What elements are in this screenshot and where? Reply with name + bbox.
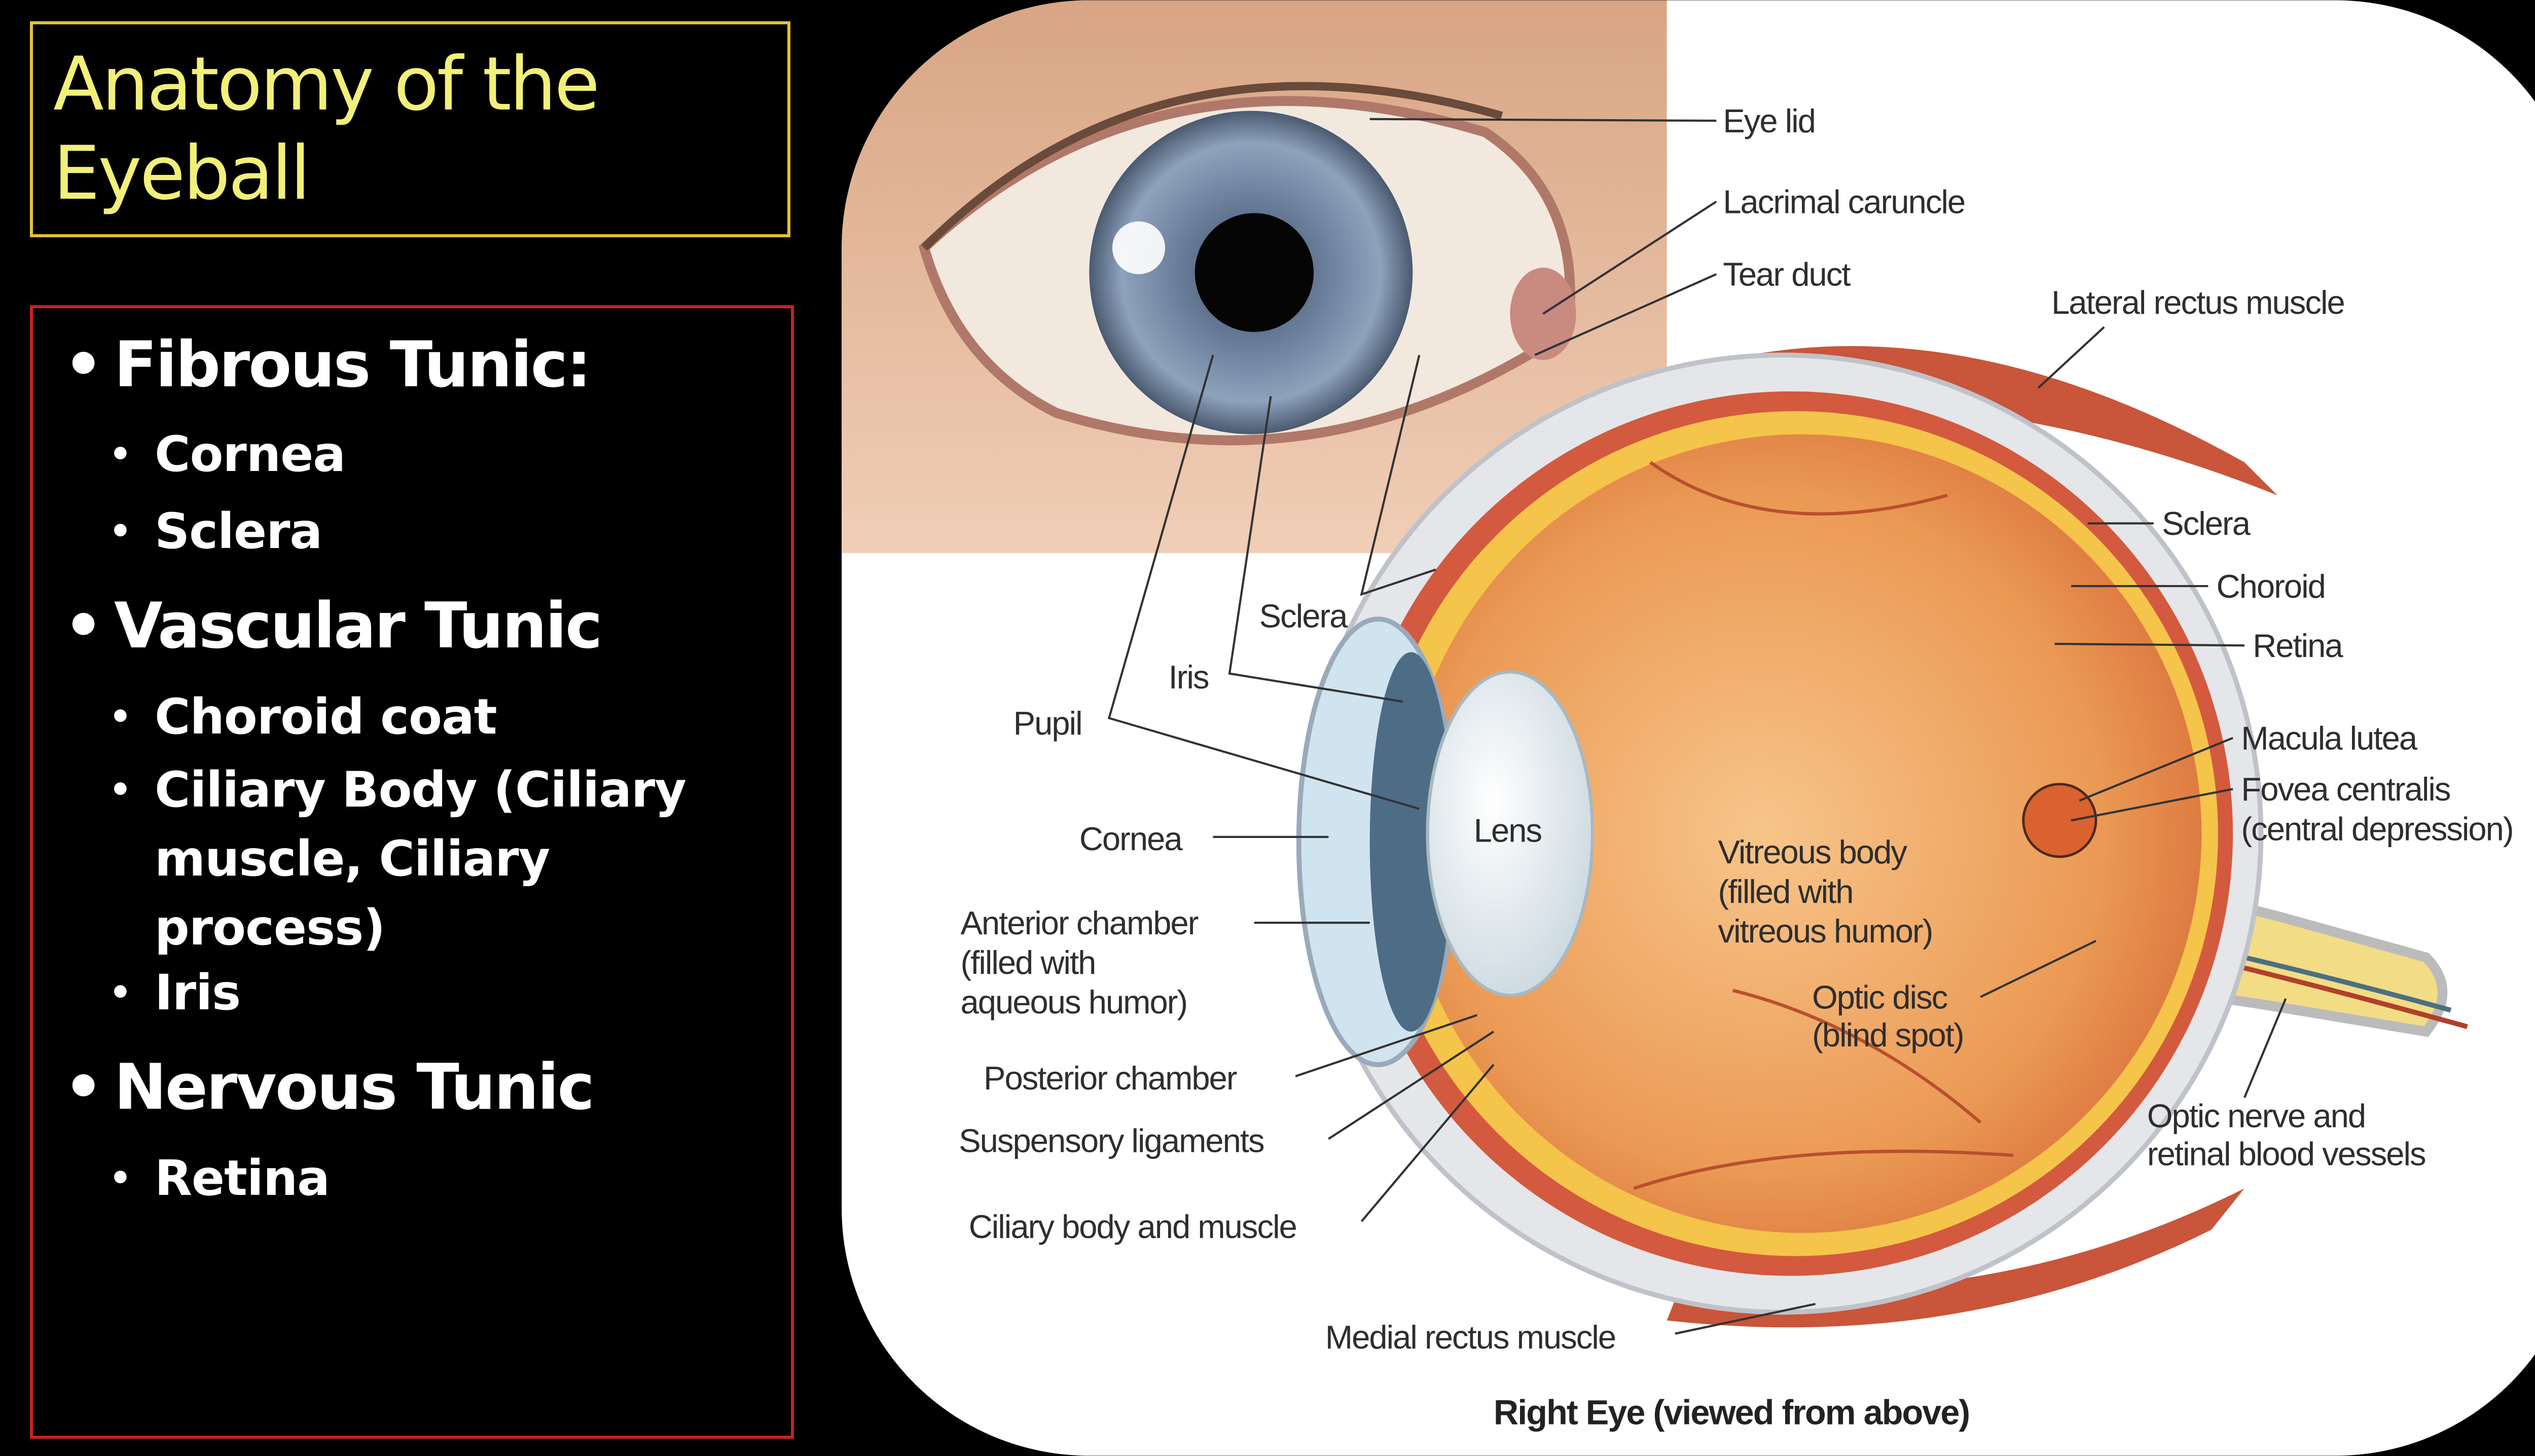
label-tear-duct: Tear duct — [1723, 256, 1851, 293]
vitreous-body — [1402, 434, 2202, 1233]
label-iris: Iris — [1169, 659, 1209, 696]
label-fovea-centralis-note: (central depression) — [2241, 810, 2513, 847]
outline-box: Fibrous Tunic: Cornea Sclera Vascular Tu… — [30, 305, 794, 1439]
title-box: Anatomy of the Eyeball — [30, 21, 790, 237]
ciliary-line-2: muscle, Ciliary — [155, 830, 550, 887]
label-posterior-chamber: Posterior chamber — [984, 1060, 1237, 1097]
label-macula-lutea: Macula lutea — [2241, 719, 2417, 756]
heading-fibrous-tunic: Fibrous Tunic: — [63, 329, 592, 402]
label-retinal-blood-vessels: retinal blood vessels — [2147, 1136, 2425, 1173]
label-sclera-right: Sclera — [2162, 505, 2251, 542]
label-pupil: Pupil — [1013, 705, 1082, 742]
pupil-graphic — [1194, 213, 1314, 332]
lens-graphic — [1426, 670, 1595, 997]
fovea-centralis-graphic — [2022, 783, 2097, 858]
label-choroid: Choroid — [2217, 568, 2325, 605]
ciliary-line-1: Ciliary Body (Ciliary — [155, 761, 686, 818]
item-sclera: Sclera — [109, 497, 322, 566]
title-line-2: Eyeball — [53, 130, 311, 216]
label-medial-rectus-muscle: Medial rectus muscle — [1325, 1319, 1615, 1356]
label-suspensory-ligaments: Suspensory ligaments — [959, 1122, 1264, 1159]
leader-lines — [1107, 118, 2287, 1335]
label-lens: Lens — [1474, 812, 1542, 849]
label-vitreous-body-note-1: (filled with — [1718, 873, 1853, 910]
label-optic-disc: Optic disc — [1812, 978, 1947, 1015]
label-lacrimal-caruncle: Lacrimal caruncle — [1723, 183, 1965, 220]
label-vitreous-body: Vitreous body — [1718, 833, 1908, 870]
diagram-caption: Right Eye (viewed from above) — [1494, 1394, 1969, 1432]
label-eye-lid: Eye lid — [1723, 102, 1815, 139]
title-line-1: Anatomy of the — [53, 41, 600, 127]
item-iris: Iris — [109, 958, 241, 1027]
label-optic-nerve: Optic nerve and — [2147, 1098, 2365, 1135]
heading-vascular-tunic: Vascular Tunic — [63, 590, 602, 663]
item-cornea: Cornea — [109, 420, 346, 489]
label-optic-disc-note: (blind spot) — [1812, 1016, 1964, 1053]
label-cornea: Cornea — [1079, 820, 1183, 857]
label-lateral-rectus-muscle: Lateral rectus muscle — [2051, 284, 2344, 321]
label-retina: Retina — [2253, 627, 2343, 664]
label-sclera-left: Sclera — [1259, 597, 1349, 634]
item-retina: Retina — [109, 1144, 330, 1213]
item-ciliary-body: Ciliary Body (Ciliary muscle, Ciliary pr… — [109, 755, 686, 962]
ciliary-line-3: process) — [155, 899, 385, 956]
label-anterior-chamber-note-1: (filled with — [960, 944, 1095, 981]
item-choroid-coat: Choroid coat — [109, 682, 497, 751]
label-anterior-chamber: Anterior chamber — [960, 904, 1198, 941]
slide-title: Anatomy of the Eyeball — [53, 40, 600, 218]
label-anterior-chamber-note-2: aqueous humor) — [960, 984, 1187, 1021]
label-fovea-centralis: Fovea centralis — [2241, 771, 2450, 808]
heading-nervous-tunic: Nervous Tunic — [63, 1051, 595, 1124]
label-ciliary-body: Ciliary body and muscle — [969, 1208, 1296, 1245]
label-vitreous-body-note-2: vitreous humor) — [1718, 913, 1933, 950]
